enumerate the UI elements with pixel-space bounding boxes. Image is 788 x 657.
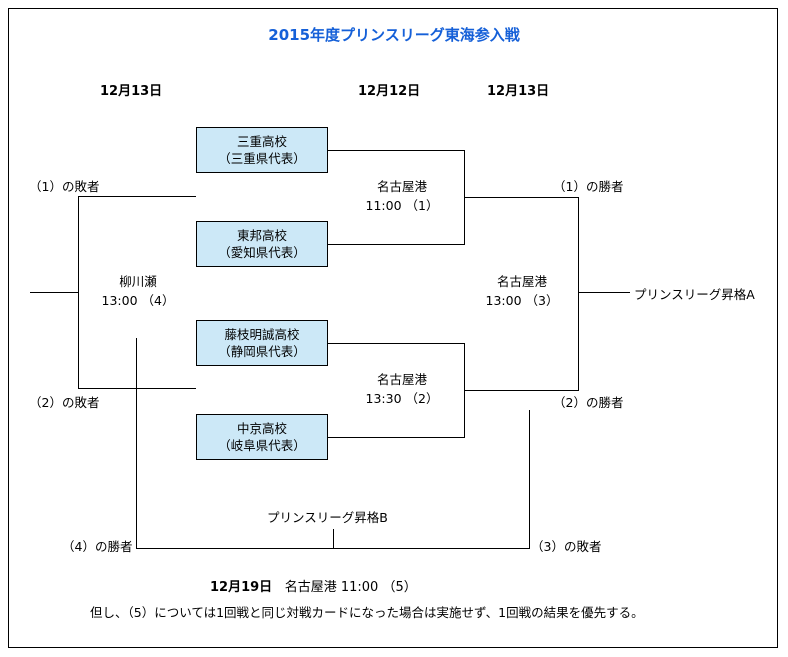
line-team2-to-match1 [328,244,464,245]
match-time-4: 13:00 （4） [101,293,175,308]
team-name-2: 東邦高校 [236,228,287,243]
footer-line-1: 12月19日 名古屋港 11:00 （5） [210,576,417,595]
match-time-1: 11:00 （1） [365,198,439,213]
label-winner-4: （4）の勝者 [62,539,133,554]
label-winner-1: （1）の勝者 [553,179,624,194]
line-final-to-promotion-a [578,292,630,293]
team-rep-1: （三重県代表） [218,151,306,166]
date-header-middle: 12月12日 [358,84,421,99]
match-label-3: 名古屋港 13:00 （3） [467,272,577,310]
page-title: 2015年度プリンスリーグ東海参入戦 [268,26,520,44]
line-team1-to-match1 [328,150,464,151]
line-loser1-to-match4 [78,196,196,197]
line-match2-to-final [464,390,578,391]
line-team4-to-match2 [328,437,464,438]
line-match3-loser-down [529,410,530,548]
footer-venue-time: 名古屋港 11:00 （5） [284,580,417,595]
match-venue-4: 柳川瀬 [119,274,157,289]
match-time-3: 13:00 （3） [485,293,559,308]
page-border [8,8,778,648]
team-rep-4: （岐阜県代表） [218,438,306,453]
team-rep-2: （愛知県代表） [218,245,306,260]
label-promotion-b: プリンスリーグ昇格B [267,510,388,525]
team-box-3[interactable]: 藤枝明誠高校 （静岡県代表） [196,320,328,366]
label-loser-2: （2）の敗者 [29,395,100,410]
match-venue-3: 名古屋港 [496,274,547,289]
label-loser-3: （3）の敗者 [531,539,602,554]
match-venue-1: 名古屋港 [376,179,427,194]
line-match1-to-final [464,197,578,198]
label-loser-1: （1）の敗者 [29,179,100,194]
line-final-bracket [578,197,579,391]
label-winner-2: （2）の勝者 [553,395,624,410]
line-loser2-to-match4 [78,388,196,389]
footer-line-2: 但し、（5）については1回戦と同じ対戦カードになった場合は実施せず、1回戦の結果… [90,605,644,620]
team-name-4: 中京高校 [236,421,287,436]
team-box-4[interactable]: 中京高校 （岐阜県代表） [196,414,328,460]
match-venue-2: 名古屋港 [376,372,427,387]
line-match4-bracket [78,196,79,389]
date-header-left: 12月13日 [100,84,163,99]
footer-date: 12月19日 [210,580,273,595]
line-match4-winner-down [136,338,137,548]
team-box-2[interactable]: 東邦高校 （愛知県代表） [196,221,328,267]
team-box-1[interactable]: 三重高校 （三重県代表） [196,127,328,173]
team-rep-3: （静岡県代表） [218,344,306,359]
match-label-1: 名古屋港 11:00 （1） [341,177,463,215]
line-promotion-b-stem [333,529,334,549]
match-time-2: 13:30 （2） [365,391,439,406]
label-promotion-a: プリンスリーグ昇格A [634,287,755,302]
line-team3-to-match2 [328,343,464,344]
team-name-1: 三重高校 [236,134,287,149]
date-header-right: 12月13日 [487,84,550,99]
match-label-4: 柳川瀬 13:00 （4） [82,272,194,310]
match-label-2: 名古屋港 13:30 （2） [341,370,463,408]
line-match4-out [30,292,78,293]
team-name-3: 藤枝明誠高校 [224,327,300,342]
